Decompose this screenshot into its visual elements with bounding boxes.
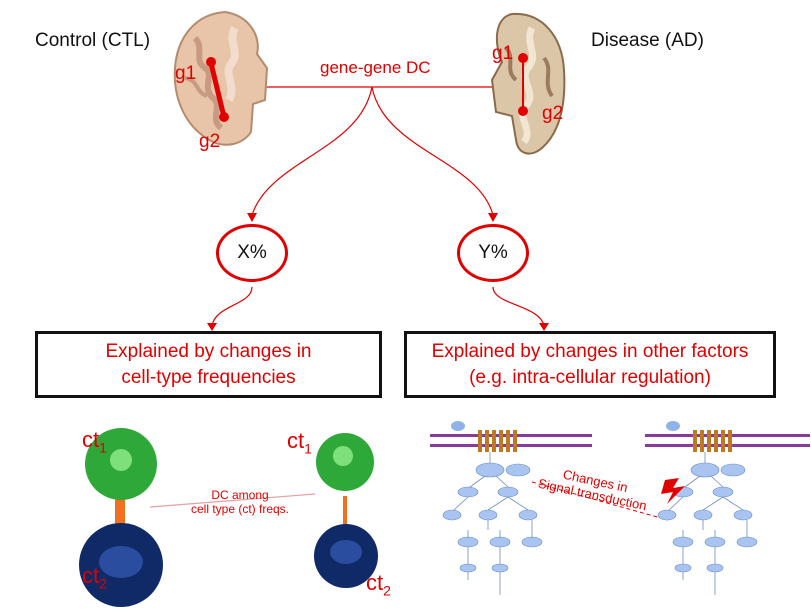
- right-box-line1: Explained by changes in other factors: [431, 340, 749, 362]
- dc-among-label: DC among cell type (ct) freqs.: [190, 488, 290, 516]
- control-brain-image: [173, 10, 269, 146]
- control-g1-label: g1: [175, 63, 197, 84]
- left-ct1-label: ct1: [82, 427, 107, 456]
- left-cell-connector: [115, 496, 125, 538]
- control-label: Control (CTL): [35, 30, 151, 51]
- disease-brain-image: [490, 12, 566, 155]
- right-pathway-diagram: [645, 421, 810, 595]
- left-pathway-diagram: [430, 421, 592, 595]
- disease-g1-label: g1: [492, 43, 514, 64]
- disease-g2-label: g2: [542, 103, 564, 124]
- right-cell-connector: [343, 496, 347, 530]
- cell-type-diagram: [79, 428, 378, 607]
- right-percentage-circle: Y%: [457, 224, 529, 282]
- left-percentage-circle: X%: [216, 224, 288, 282]
- left-explanation-box: Explained by changes in cell-type freque…: [35, 331, 382, 398]
- left-box-line1: Explained by changes in: [105, 340, 312, 362]
- left-ct2-label: ct2: [82, 563, 107, 592]
- control-g2-label: g2: [199, 131, 221, 152]
- right-ct2-label: ct2: [366, 570, 391, 599]
- disease-label: Disease (AD): [591, 30, 704, 51]
- right-explanation-box: Explained by changes in other factors (e…: [404, 331, 776, 398]
- right-ct1-label: ct1: [287, 428, 312, 457]
- gene-markers: [206, 53, 528, 122]
- right-box-line2: (e.g. intra-cellular regulation): [469, 366, 711, 388]
- left-box-line2: cell-type frequencies: [121, 366, 296, 388]
- gene-dc-label: gene-gene DC: [318, 58, 433, 78]
- lightning-bolt-icon: [661, 478, 685, 504]
